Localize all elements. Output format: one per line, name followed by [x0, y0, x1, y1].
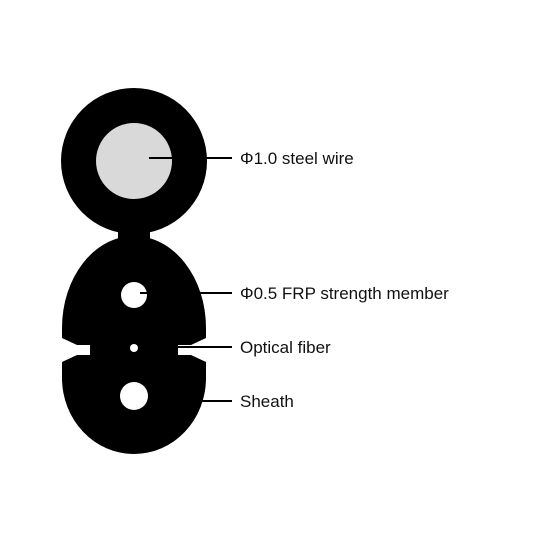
frp-strength-member-bottom [120, 382, 148, 410]
steel-wire-core [96, 123, 172, 199]
frp-strength-member-top [121, 282, 147, 308]
label-sheath: Sheath [240, 392, 294, 411]
optical-fiber-core [130, 344, 138, 352]
label-frp-member: Φ0.5 FRP strength member [240, 284, 449, 303]
label-steel-wire: Φ1.0 steel wire [240, 149, 354, 168]
label-optical-fiber: Optical fiber [240, 338, 331, 357]
